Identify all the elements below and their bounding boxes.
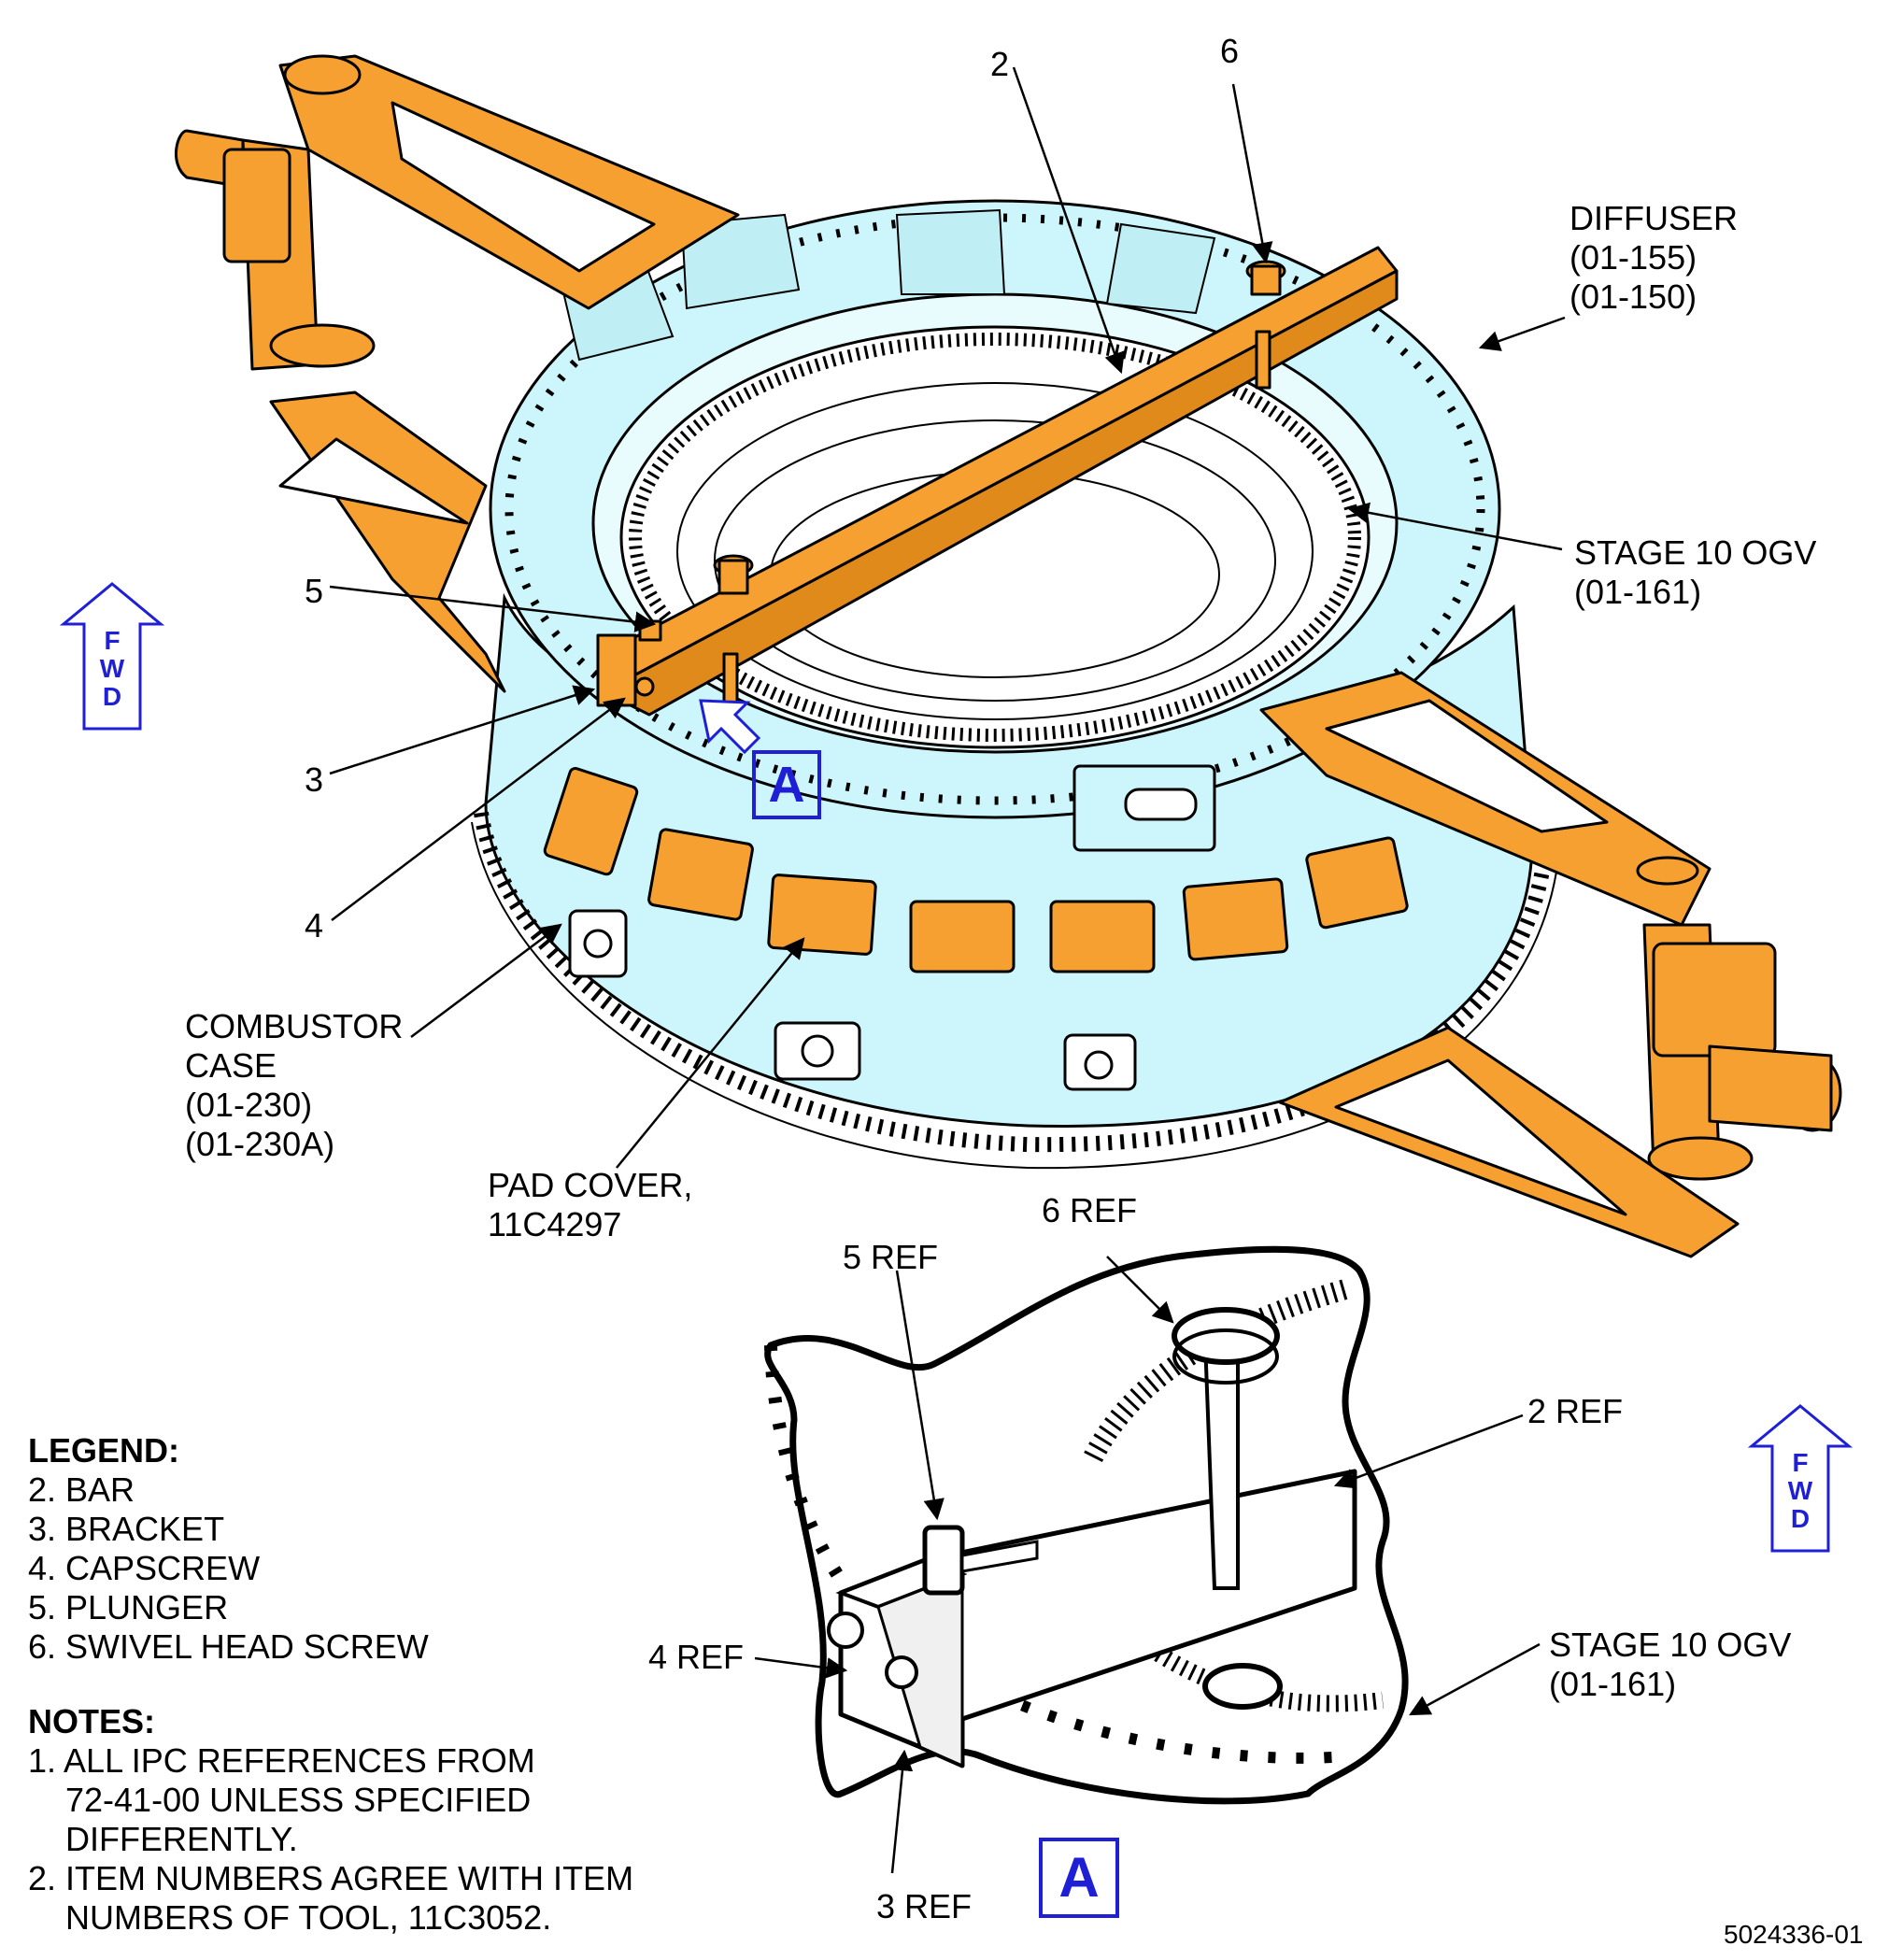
detail-stage-10-line: (01-161) (1549, 1665, 1677, 1703)
note-1-line: 72-41-00 UNLESS SPECIFIED (28, 1781, 532, 1819)
figure-number: 5024336-01 (1724, 1920, 1864, 1949)
combustor-line: (01-230) (185, 1086, 313, 1124)
combustor-line: CASE (185, 1046, 277, 1085)
notes: NOTES: 1. ALL IPC REFERENCES FROM 72-41-… (28, 1702, 633, 1938)
diffuser-line: (01-155) (1569, 238, 1697, 277)
detail-ref-3: 3 REF (876, 1887, 973, 1925)
detail-a-title: A (1039, 1838, 1119, 1918)
detail-ref-6: 6 REF (1042, 1191, 1138, 1229)
fwd-arrow-left (59, 582, 165, 731)
legend: LEGEND: 2. BAR 3. BRACKET 4. CAPSCREW 5.… (28, 1431, 429, 1667)
combustor-line: (01-230A) (185, 1125, 335, 1163)
label-pad-cover: PAD COVER, 11C4297 (488, 1166, 692, 1244)
fwd-indicator-right: F W D (1749, 1446, 1852, 1596)
leader-lines (329, 66, 1566, 1169)
callout-5: 5 (305, 572, 324, 610)
callout-2: 2 (990, 45, 1010, 83)
fwd-indicator-left: F W D (61, 624, 163, 774)
callout-4: 4 (305, 906, 324, 944)
detail-stage-10-line: STAGE 10 OGV (1549, 1626, 1792, 1664)
pad-cover-line: PAD COVER, (488, 1166, 693, 1204)
view-a-pointer (699, 699, 761, 755)
diffuser-line: (01-150) (1569, 277, 1697, 316)
fwd-letter-d: D (102, 682, 122, 711)
pad-cover-line: 11C4297 (488, 1205, 622, 1243)
lifting-fixture (174, 54, 1842, 1258)
note-2-line: NUMBERS OF TOOL, 11C3052. (28, 1898, 552, 1937)
detail-ref-5: 5 REF (843, 1238, 939, 1276)
fwd-arrow-right (1747, 1404, 1853, 1553)
detail-ref-2: 2 REF (1527, 1392, 1624, 1430)
diffuser-line: DIFFUSER (1569, 199, 1738, 237)
fwd-letter-d: D (1790, 1504, 1811, 1533)
legend-title: LEGEND: (28, 1431, 179, 1470)
legend-item: 6. SWIVEL HEAD SCREW (28, 1627, 429, 1666)
note-1-line: 1. ALL IPC REFERENCES FROM (28, 1741, 535, 1780)
stage-10-line: (01-161) (1574, 573, 1702, 611)
legend-item: 5. PLUNGER (28, 1588, 229, 1626)
combustor-line: COMBUSTOR (185, 1007, 404, 1045)
label-diffuser: DIFFUSER (01-155) (01-150) (1569, 199, 1738, 317)
fwd-letter-w: W (99, 654, 125, 683)
label-combustor-case: COMBUSTOR CASE (01-230) (01-230A) (185, 1007, 403, 1164)
detail-ref-4: 4 REF (648, 1638, 745, 1676)
fwd-letter-f: F (104, 626, 121, 655)
note-2-line: 2. ITEM NUMBERS AGREE WITH ITEM (28, 1859, 634, 1897)
legend-item: 3. BRACKET (28, 1510, 225, 1548)
view-a-marker: A (752, 750, 821, 819)
detail-label-stage-10-ogv: STAGE 10 OGV (01-161) (1549, 1626, 1791, 1704)
detail-a-view (754, 1245, 1541, 1874)
fwd-letter-f: F (1792, 1448, 1809, 1477)
legend-item: 4. CAPSCREW (28, 1549, 261, 1587)
callout-3: 3 (305, 760, 324, 799)
pad-cover-ring (543, 767, 1409, 973)
legend-item: 2. BAR (28, 1470, 135, 1509)
callout-6: 6 (1220, 32, 1240, 70)
notes-title: NOTES: (28, 1702, 156, 1740)
note-1-line: DIFFERENTLY. (28, 1820, 298, 1858)
fwd-letter-w: W (1787, 1476, 1813, 1505)
label-stage-10-ogv: STAGE 10 OGV (01-161) (1574, 533, 1816, 612)
stage-10-line: STAGE 10 OGV (1574, 533, 1817, 572)
